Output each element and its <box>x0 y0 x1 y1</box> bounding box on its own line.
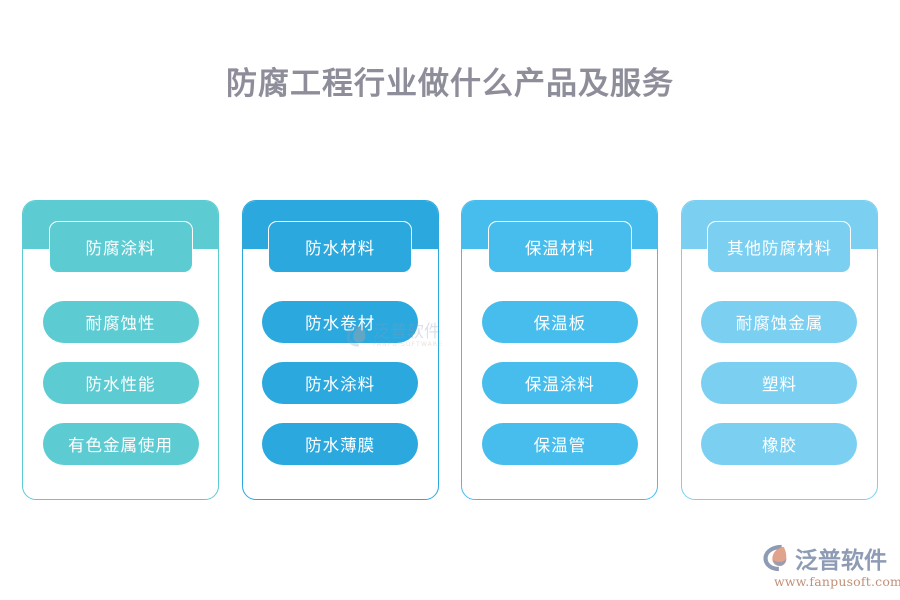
page-title: 防腐工程行业做什么产品及服务 <box>226 66 674 102</box>
columns-container: 防腐涂料 耐腐蚀性 防水性能 有色金属使用 防水材料 防水卷材 防水涂料 防水薄… <box>22 200 878 500</box>
list-item[interactable]: 防水涂料 <box>262 362 419 404</box>
list-item[interactable]: 橡胶 <box>701 423 858 465</box>
list-item[interactable]: 塑料 <box>701 362 858 404</box>
card-header-title[interactable]: 防腐涂料 <box>48 221 193 273</box>
card-header-title[interactable]: 防水材料 <box>268 221 413 273</box>
card-items-list: 保温板 保温涂料 保温管 <box>462 301 657 465</box>
list-item[interactable]: 防水薄膜 <box>262 423 419 465</box>
list-item[interactable]: 保温涂料 <box>481 362 638 404</box>
category-card-3[interactable]: 保温材料 保温板 保温涂料 保温管 <box>461 200 659 500</box>
brand-name: 泛普软件 <box>795 548 887 574</box>
list-item[interactable]: 保温管 <box>481 423 638 465</box>
list-item[interactable]: 防水卷材 <box>262 301 419 343</box>
fanpu-logo-icon <box>763 544 787 572</box>
card-header-title[interactable]: 保温材料 <box>487 221 632 273</box>
list-item[interactable]: 保温板 <box>481 301 638 343</box>
category-card-4[interactable]: 其他防腐材料 耐腐蚀金属 塑料 橡胶 <box>680 200 878 500</box>
brand-url: www.fanpusoft.com <box>774 574 900 589</box>
category-card-1[interactable]: 防腐涂料 耐腐蚀性 防水性能 有色金属使用 <box>22 200 219 500</box>
card-items-list: 耐腐蚀金属 塑料 橡胶 <box>682 301 877 465</box>
list-item[interactable]: 耐腐蚀金属 <box>701 301 858 343</box>
card-items-list: 防水卷材 防水涂料 防水薄膜 <box>243 301 438 465</box>
list-item[interactable]: 耐腐蚀性 <box>42 301 199 343</box>
card-header-title[interactable]: 其他防腐材料 <box>707 221 852 273</box>
brand-row: 泛普软件 <box>762 543 892 574</box>
card-items-list: 耐腐蚀性 防水性能 有色金属使用 <box>23 301 218 465</box>
category-card-2[interactable]: 防水材料 防水卷材 防水涂料 防水薄膜 <box>241 200 439 500</box>
list-item[interactable]: 防水性能 <box>42 362 199 404</box>
list-item[interactable]: 有色金属使用 <box>42 423 199 465</box>
brand-logo: 泛普软件 www.fanpusoft.com <box>762 543 900 589</box>
